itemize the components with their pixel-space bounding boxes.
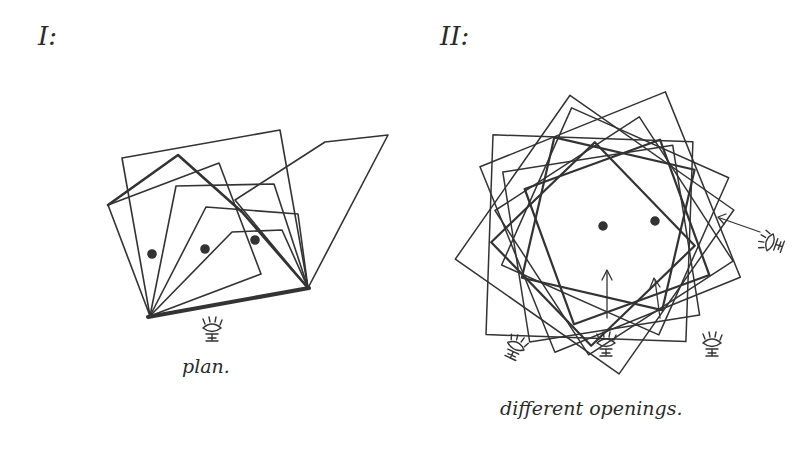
square-outline xyxy=(495,117,733,355)
sketch-label: plan. xyxy=(182,356,230,377)
view-arrows xyxy=(602,214,760,318)
square-outline xyxy=(480,92,740,352)
arrow-line xyxy=(720,218,760,232)
square-outline xyxy=(502,108,729,335)
eye-symbols xyxy=(203,229,786,362)
plan-sketch xyxy=(108,130,388,317)
sketch-label: I: xyxy=(38,22,57,51)
arrow-head xyxy=(718,214,726,224)
eye-stroke xyxy=(203,317,222,341)
eye-stroke xyxy=(703,332,722,356)
openings-sketch xyxy=(455,92,740,374)
arrow-head xyxy=(650,278,660,288)
square-outline xyxy=(122,130,308,316)
dot xyxy=(599,222,607,230)
square-outline xyxy=(150,184,308,316)
eye-stroke xyxy=(502,332,529,362)
eye-symbol xyxy=(703,332,722,356)
dot xyxy=(651,217,659,225)
eye-symbol xyxy=(203,317,222,341)
eye-symbol xyxy=(502,332,529,362)
dot xyxy=(148,250,156,258)
eye-stroke xyxy=(597,332,616,356)
arrow-head xyxy=(602,270,612,280)
square-outline xyxy=(491,142,695,346)
sketch-label: II: xyxy=(440,22,469,51)
eye-symbol xyxy=(757,229,786,255)
eye-stroke xyxy=(757,229,786,255)
dot xyxy=(251,236,259,244)
dot xyxy=(201,245,209,253)
arrow-line xyxy=(606,272,607,318)
sketch-label: different openings. xyxy=(500,398,683,419)
eye-symbol xyxy=(597,332,616,356)
bold-edge xyxy=(108,155,308,288)
base-wall xyxy=(148,288,309,317)
square-outline xyxy=(455,95,734,374)
